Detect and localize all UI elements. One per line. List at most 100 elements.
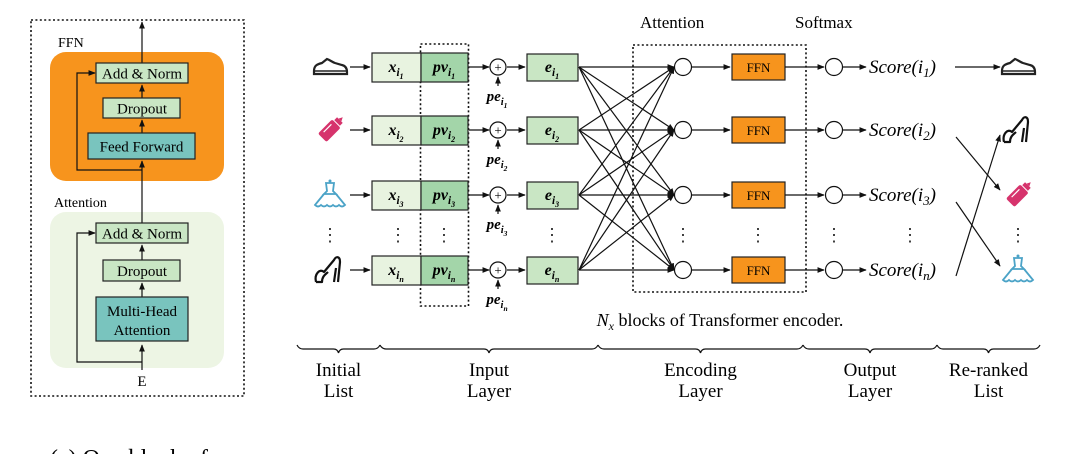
encoder-caption: Nx blocks of Transformer encoder. xyxy=(596,310,844,333)
attention-dropout-box xyxy=(102,259,181,282)
attention-connection xyxy=(578,129,675,271)
add-circle xyxy=(489,186,507,204)
attention-connection xyxy=(578,129,675,196)
feature-label: xin xyxy=(387,262,404,284)
attention-node xyxy=(673,185,693,205)
ffn-box xyxy=(731,256,786,284)
section-label-line1: Re-ranked xyxy=(949,360,1029,381)
personalized-vector-box xyxy=(420,52,469,83)
personalized-vector-box xyxy=(420,115,469,146)
attention-add-norm-box xyxy=(95,222,189,244)
section-brace xyxy=(296,344,381,354)
positional-encoding-label: pei3 xyxy=(485,217,508,238)
feed-forward-box xyxy=(87,132,196,160)
attention-connection xyxy=(578,66,675,131)
feature-box xyxy=(371,115,422,146)
bottle-icon xyxy=(318,117,343,142)
ffn-box xyxy=(731,53,786,81)
feature-box xyxy=(371,180,422,211)
positional-encoding-label: pei2 xyxy=(485,152,508,173)
ffn-label: FFN xyxy=(747,123,771,138)
ffn-region-label: FFN xyxy=(58,36,84,51)
ellipsis: ⋮ xyxy=(825,225,843,245)
attention-connection xyxy=(578,66,675,196)
ellipsis: ⋮ xyxy=(1009,225,1027,245)
rerank-arrow xyxy=(955,134,1001,277)
dress-icon xyxy=(313,179,347,208)
ffn-label: FFN xyxy=(747,60,771,75)
positional-encoding-label: pei1 xyxy=(485,89,508,110)
add-circle xyxy=(489,261,507,279)
section-label-line2: List xyxy=(324,381,354,402)
ffn-add-norm-box xyxy=(95,62,189,84)
feature-label: xi1 xyxy=(387,59,403,81)
sneaker-icon xyxy=(312,57,349,76)
attention-node xyxy=(673,57,693,77)
embedding-box xyxy=(526,181,579,210)
section-brace xyxy=(802,344,938,354)
rerank-arrow xyxy=(955,136,1001,191)
attention-header: Attention xyxy=(640,13,705,32)
ellipsis: ⋮ xyxy=(901,225,919,245)
high-heel-icon xyxy=(314,256,342,284)
section-label-line1: Input xyxy=(469,360,510,381)
embedding-label: ei1 xyxy=(545,59,559,81)
section-label-line2: Layer xyxy=(467,381,512,402)
section-label-line1: Encoding xyxy=(664,360,737,381)
pv-label: pvi1 xyxy=(431,59,455,81)
section-label-line1: Initial xyxy=(316,360,361,381)
score-label: Score(i2) xyxy=(869,120,936,143)
ellipsis: ⋮ xyxy=(389,225,407,245)
feed-forward-label: Feed Forward xyxy=(100,140,184,156)
add-circle xyxy=(489,58,507,76)
pv-label: pvi3 xyxy=(431,187,455,209)
section-brace xyxy=(597,344,804,354)
softmax-node xyxy=(824,57,844,77)
embedding-box xyxy=(526,53,579,82)
ffn-label: FFN xyxy=(747,263,771,278)
high-heel-icon xyxy=(1002,116,1030,144)
section-label-line2: List xyxy=(974,381,1004,402)
rerank-arrow xyxy=(955,201,1001,267)
mha-label-line2: Attention xyxy=(114,323,171,339)
ffn-box xyxy=(731,116,786,144)
ffn-box xyxy=(731,181,786,209)
feature-label: xi2 xyxy=(387,122,403,144)
score-label: Score(i3) xyxy=(869,185,936,208)
pv-dotted-group xyxy=(419,43,470,307)
section-brace xyxy=(936,344,1041,354)
ffn-dropout-box xyxy=(102,97,181,119)
plus-sign: + xyxy=(494,263,501,278)
section-label-line2: Layer xyxy=(678,381,723,402)
ellipsis: ⋮ xyxy=(321,225,339,245)
softmax-node xyxy=(824,260,844,280)
section-label-line2: Layer xyxy=(848,381,893,402)
plus-sign: + xyxy=(494,60,501,75)
sneaker-icon xyxy=(1000,57,1037,76)
ffn-dropout-label: Dropout xyxy=(117,102,168,118)
personalized-vector-box xyxy=(420,180,469,211)
personalized-vector-box xyxy=(420,255,469,286)
encoder-block-panel: FFN Attention Add & Norm Dropout Feed Fo… xyxy=(30,19,245,454)
ellipsis: ⋮ xyxy=(674,225,692,245)
ellipsis: ⋮ xyxy=(749,225,767,245)
attention-connection xyxy=(578,194,675,271)
embedding-box xyxy=(526,116,579,145)
block-input-label: E xyxy=(137,374,146,390)
attention-add-norm-label: Add & Norm xyxy=(102,227,182,243)
embedding-label: ei3 xyxy=(545,187,559,209)
multi-head-attention-box xyxy=(95,296,189,342)
softmax-header: Softmax xyxy=(795,13,853,32)
section-brace xyxy=(379,344,599,354)
attention-region-label: Attention xyxy=(54,196,107,211)
encoder-dotted-group xyxy=(632,44,807,293)
plus-sign: + xyxy=(494,188,501,203)
dress-icon xyxy=(1001,254,1035,283)
embedding-label: ein xyxy=(545,262,560,284)
ellipsis: ⋮ xyxy=(435,225,453,245)
